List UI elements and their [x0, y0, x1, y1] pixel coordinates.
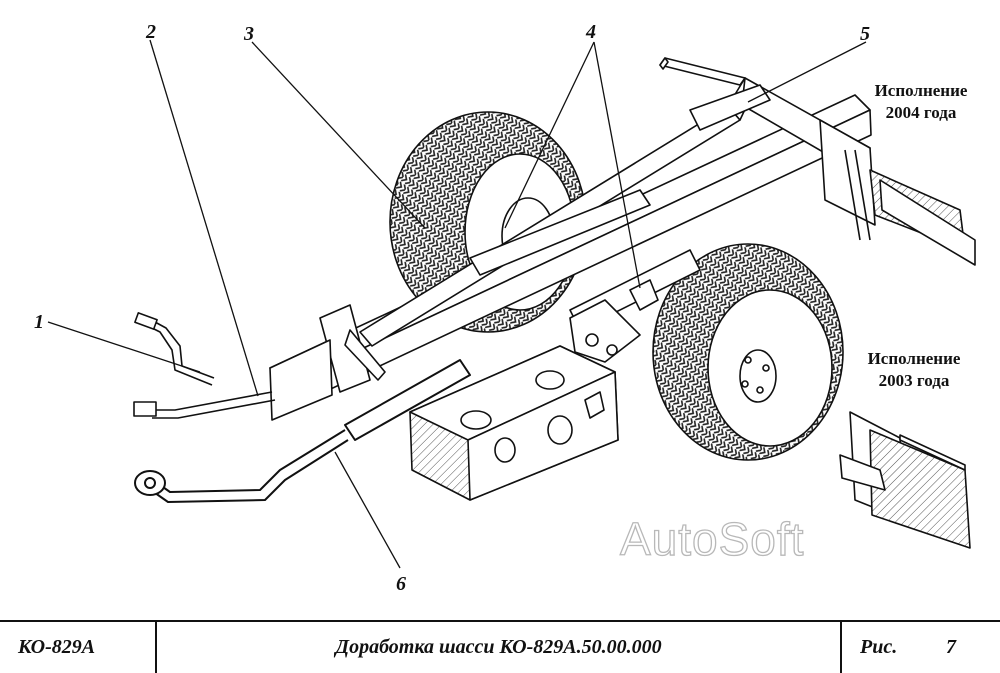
handle-rod [134, 312, 215, 386]
rear-frame-2004 [659, 57, 976, 266]
chassis-drawing [47, 39, 976, 569]
variant-label-2004: Исполнение 2004 года [855, 80, 987, 124]
variant-2003-line2: 2003 года [878, 371, 950, 390]
figure-label: Рис. [860, 636, 898, 658]
title-divider-1 [155, 622, 157, 673]
title-divider-2 [840, 622, 842, 673]
intake-pipe [134, 359, 471, 503]
callout-1: 1 [34, 311, 44, 333]
model-code: КО-829А [18, 636, 96, 658]
figure-number: 7 [946, 636, 956, 658]
watermark: AutoSoft [619, 512, 805, 565]
callout-2: 2 [146, 21, 156, 43]
callout-3: 3 [244, 23, 254, 45]
title-block: КО-829А Доработка шасси КО-829А.50.00.00… [0, 620, 1000, 673]
leader-lines [47, 39, 867, 569]
variant-2003-line1: Исполнение [867, 349, 961, 368]
variant-label-2003: Исполнение 2003 года [848, 348, 980, 392]
callout-4: 4 [586, 21, 596, 43]
fuel-tank [409, 345, 619, 501]
rear-wheel-right [652, 243, 844, 461]
fuel-line [133, 391, 276, 419]
front-bracket [269, 304, 386, 421]
bracket-2003 [839, 411, 971, 549]
spring-bracket [569, 279, 659, 363]
drawing-title: Доработка шасси КО-829А.50.00.000 [335, 636, 662, 658]
variant-2004-line1: Исполнение [874, 81, 968, 100]
callout-5: 5 [860, 23, 870, 45]
callout-6: 6 [396, 573, 406, 595]
variant-2004-line2: 2004 года [885, 103, 957, 122]
